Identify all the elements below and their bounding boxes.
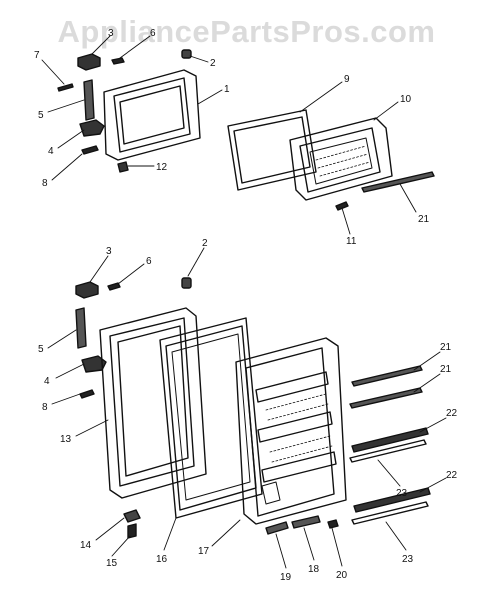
leader-lower-15: [111, 535, 131, 557]
leader-upper-2: [189, 55, 209, 63]
leader-upper-10: [373, 101, 399, 121]
upper-lower-hinge: [79, 119, 105, 137]
lower-lower-hinge: [81, 355, 107, 373]
lower-cam-19: [265, 521, 289, 535]
callout: 5: [38, 344, 44, 355]
upper-pin: [57, 83, 74, 92]
upper-hinge-screw: [111, 57, 125, 65]
callout: 9: [344, 74, 350, 85]
callout: 22: [446, 470, 458, 481]
leader-lower-19: [275, 533, 287, 569]
callout: 12: [156, 162, 168, 173]
upper-callouts: 7 3 6 2 1 5 4 8 12 9 10 21 11: [34, 28, 430, 247]
callout: 5: [38, 110, 44, 121]
leader-lower-20: [331, 527, 343, 567]
callout: 10: [400, 94, 412, 105]
lower-cam-18: [291, 515, 321, 529]
upper-hinge-cover: [83, 79, 95, 121]
lower-screw: [79, 389, 95, 399]
leader-lower-16: [163, 517, 177, 551]
upper-door-stop: [117, 161, 129, 173]
upper-shelf-rail: [361, 171, 435, 193]
callout: 6: [150, 28, 156, 39]
leader-lower-23a: [377, 459, 401, 487]
callout: 20: [336, 570, 348, 581]
leader-upper-11: [341, 207, 351, 235]
callout: 21: [440, 342, 452, 353]
callout: 13: [60, 434, 72, 445]
callout: 21: [418, 214, 430, 225]
callout: 2: [210, 58, 216, 69]
callout: 14: [80, 540, 92, 551]
upper-screw: [81, 145, 99, 155]
callout: 15: [106, 558, 118, 569]
lower-shelf-bar-2: [351, 487, 431, 525]
upper-hinge-bracket: [77, 53, 101, 71]
lower-hinge-screw: [107, 282, 121, 291]
callout: 3: [106, 246, 112, 257]
leader-upper-1: [197, 89, 223, 105]
lower-hinge-cover: [75, 307, 87, 349]
upper-gasket: [227, 109, 317, 191]
leader-lower-4: [55, 363, 85, 379]
callout: 7: [34, 50, 40, 61]
callout: 4: [44, 376, 50, 387]
leader-lower-2: [187, 247, 205, 277]
callout: 1: [224, 84, 230, 95]
leader-lower-18: [303, 527, 315, 561]
leader-lower-22b: [419, 477, 447, 493]
leader-lower-21b: [413, 373, 441, 393]
callout: 23: [396, 488, 408, 499]
leader-lower-14: [95, 517, 125, 541]
leader-upper-5: [47, 99, 85, 113]
leader-lower-13: [75, 419, 109, 437]
upper-plug-button: [181, 49, 192, 59]
callout: 11: [346, 236, 357, 247]
callout: 6: [146, 256, 152, 267]
leader-lower-6: [117, 263, 145, 285]
lower-callouts: 3 6 2 5 4 8 13 21 21 22 23 22 23 14 15 1…: [38, 238, 458, 583]
leader-upper-9: [299, 81, 343, 113]
leader-lower-8: [51, 393, 81, 405]
watermark: AppliancePartsPros.com: [57, 14, 436, 49]
leader-lower-23b: [385, 521, 407, 551]
leader-lower-5: [47, 329, 77, 349]
leader-upper-8: [51, 153, 83, 181]
leader-upper-21: [399, 183, 417, 213]
lower-plug-button: [181, 277, 192, 289]
leader-lower-3: [89, 255, 109, 283]
lower-shelf-bar-1: [349, 427, 429, 463]
leader-lower-21a: [413, 351, 441, 371]
lower-door-outer: [99, 307, 207, 499]
lower-hinge-bracket: [75, 281, 99, 299]
callout: 16: [156, 554, 168, 565]
upper-door-outer: [103, 69, 201, 161]
callout: 19: [280, 572, 292, 583]
callout: 8: [42, 402, 48, 413]
lower-shelf-rail-1: [351, 365, 423, 387]
callout: 2: [202, 238, 208, 249]
callout: 21: [440, 364, 452, 375]
callout: 18: [308, 564, 320, 575]
leader-upper-4: [57, 129, 85, 149]
leader-upper-3: [91, 35, 111, 55]
lower-gasket: [159, 317, 263, 519]
leader-lower-22a: [419, 417, 447, 433]
lower-clip-screw: [127, 523, 137, 539]
lower-door-liner: [235, 337, 347, 525]
lower-shelf-rail-2: [349, 387, 423, 409]
callout: 8: [42, 178, 48, 189]
lower-hinge-clip: [123, 509, 141, 523]
callout: 22: [446, 408, 458, 419]
upper-liner-screw: [335, 201, 349, 211]
leader-upper-7: [41, 59, 65, 85]
leader-lower-17: [211, 519, 241, 547]
callout: 4: [48, 146, 54, 157]
lower-plug-20: [327, 519, 339, 529]
callout: 3: [108, 28, 114, 39]
callout: 23: [402, 554, 414, 565]
callout: 17: [198, 546, 210, 557]
leader-upper-6: [119, 35, 151, 59]
